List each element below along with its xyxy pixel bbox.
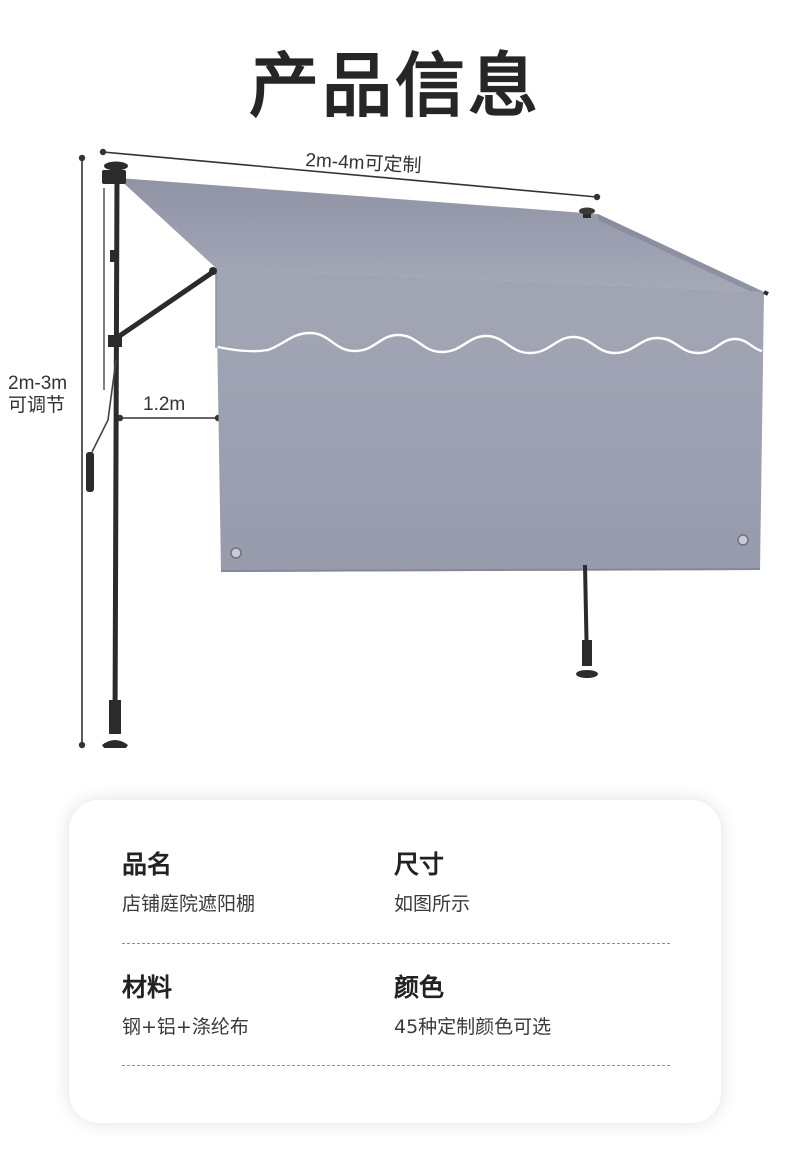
spec-card: 品名 店铺庭院遮阳棚 尺寸 如图所示 材料 钢+铝+涤纶布 颜色 45种定制颜色… (69, 800, 721, 1123)
awning-illustration (78, 148, 769, 749)
crank-handle (86, 359, 117, 492)
depth-dimension-label: 1.2m (143, 394, 186, 415)
spec-material: 材料 钢+铝+涤纶布 (122, 973, 249, 1039)
spec-value: 店铺庭院遮阳棚 (122, 893, 256, 915)
awning-front-panel (215, 268, 764, 572)
height-dimension-range: 2m-3m (8, 373, 68, 394)
height-dimension-note: 可调节 (8, 395, 66, 416)
spec-color: 颜色 45种定制颜色可选 (394, 973, 551, 1039)
spec-product-name: 品名 店铺庭院遮阳棚 (122, 850, 255, 916)
support-arm (116, 267, 769, 340)
spec-label: 颜色 (394, 973, 445, 1002)
spec-value: 钢+铝+涤纶布 (122, 1016, 249, 1038)
height-dimension-label: 2m-3m 可调节 (8, 373, 67, 417)
spec-value: 45种定制颜色可选 (394, 1016, 552, 1038)
spec-label: 尺寸 (394, 850, 445, 879)
awning-diagram: 2m-4m可定制 2m-3m 可调节 1.2m (8, 148, 769, 749)
spec-value: 如图所示 (394, 893, 471, 915)
dashed-divider (122, 943, 670, 944)
page-title: 产品信息 (249, 45, 541, 127)
width-dimension-line (99, 148, 601, 201)
awning-top-canopy (118, 178, 764, 292)
left-support-pole (102, 161, 128, 748)
spec-label: 品名 (122, 850, 173, 879)
height-dimension-line (78, 154, 86, 749)
spec-label: 材料 (122, 973, 173, 1002)
dashed-divider (122, 1065, 670, 1066)
right-support-pole (576, 207, 598, 678)
spec-size: 尺寸 如图所示 (394, 850, 470, 916)
